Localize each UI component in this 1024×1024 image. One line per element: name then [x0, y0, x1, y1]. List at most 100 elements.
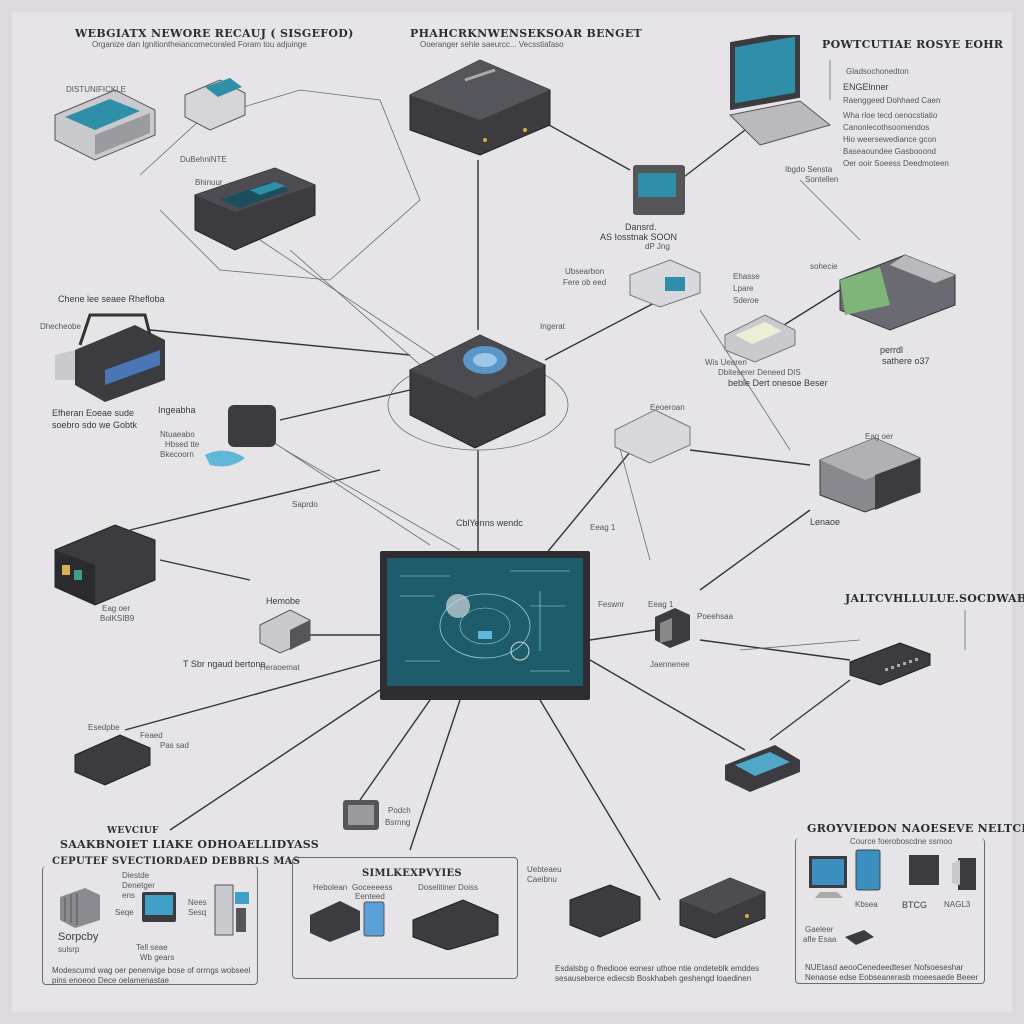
- link-scanner2-printer: [689, 449, 811, 466]
- pad-panel-icon: [845, 930, 874, 945]
- projector-icon: [259, 609, 311, 654]
- bl-item-4: Denetger: [122, 881, 155, 890]
- tablet-label-2: Dbiteserer Deneed DIS: [718, 368, 801, 377]
- switch-top-left-icon: [54, 89, 156, 161]
- cube-label-1: Feswnr: [598, 600, 625, 609]
- scanner-icon: [629, 259, 701, 308]
- br-item-3: NAGL3: [944, 900, 971, 909]
- link-router-laptop: [679, 129, 746, 181]
- sketch-label-a: Saprdo: [292, 500, 318, 509]
- projector-label-3: Heraoemat: [260, 663, 300, 672]
- tablet-right-icon: [724, 314, 796, 363]
- router-small-label-2: AS Iosstnak SOON: [600, 232, 678, 242]
- scanner-label-4: Lpare: [733, 284, 754, 293]
- router-bottom-icon: [679, 877, 766, 939]
- cube-label-2: Eeag 1: [648, 600, 674, 609]
- router-small-label-1: Dansrd.: [625, 222, 657, 232]
- tower-pc-icon: [214, 884, 249, 936]
- drive-label-3: Pas sad: [160, 741, 189, 750]
- router-top-center-icon: [409, 59, 551, 156]
- small-device-label-3: Hbsed tte: [165, 440, 200, 449]
- header-top-left-title: WEBGIATX NEWORE RECAUJ ( SISGEFOD): [75, 27, 354, 40]
- link-hub-printer-left: [149, 329, 411, 356]
- printer-left-label-3: Efheran Eoeae sude: [52, 408, 135, 418]
- bl-item-7: Nees: [188, 898, 207, 907]
- link-display-scanner2: [544, 439, 641, 556]
- storage-top-left-icon: [184, 78, 246, 131]
- bottom-left-subtitle: CEPUTEF SVECTIORDAED DEBBRLS MAS: [52, 856, 301, 867]
- link-display-drive: [124, 659, 381, 731]
- br-item-1: Kbsea: [855, 900, 878, 909]
- monitor-small-icon: [142, 892, 176, 922]
- bl-item-10: Wb gears: [140, 953, 175, 962]
- sketch-line-3: [269, 439, 431, 546]
- ups-label-1: Eag oer: [102, 604, 131, 613]
- bottom-left-pre: WEVCIUF: [107, 826, 159, 836]
- hub-label: Ingerat: [540, 322, 565, 331]
- console-bottom-icon: [569, 884, 641, 938]
- console-caption: Esdalsbg o fhediooe eonesr uthoe ntie on…: [555, 964, 760, 983]
- bl-item-2: sulsrp: [58, 945, 80, 954]
- diagram-canvas: [12, 12, 1012, 1012]
- switch-top-left-label: DISTUNIFICKLE: [66, 85, 127, 94]
- small-device-label-4: Bkecoorn: [160, 450, 194, 459]
- scanner-2-icon: [614, 409, 691, 464]
- main-display-label: CblYenns wendc: [456, 518, 523, 528]
- sketch-line-5: [799, 179, 861, 241]
- scanner-label-1: Ubsearbon: [565, 267, 605, 276]
- top-right-line-6: Hio weersewediance gcon: [843, 135, 937, 144]
- ups-left-icon: [54, 524, 156, 606]
- sketch-line-8: [614, 429, 651, 561]
- scanner-label-2: Fere ob eed: [563, 278, 607, 287]
- br-item-2: BTCG: [902, 900, 928, 910]
- printer-left-icon: [55, 313, 165, 402]
- laptop-icon: [728, 35, 832, 146]
- sketch-line-4: [284, 449, 461, 551]
- bc-item-1: Hebolean: [313, 883, 348, 892]
- bl-item-5: ens: [122, 891, 135, 900]
- small-device-label-1: Ingeabha: [158, 405, 196, 415]
- tablet-label-3: beble Dert onesoe Beser: [728, 378, 828, 388]
- printer-right-icon: [819, 437, 921, 513]
- scanner-label-5: Sderoe: [733, 296, 759, 305]
- box-panel-icon: [909, 855, 939, 885]
- console-label-1: Uebteaeu: [527, 865, 562, 874]
- bottom-right-panel: [795, 838, 985, 984]
- link-display-bottomcenter: [409, 699, 461, 851]
- header-top-center-title: PHAHCRKNWENSEKSOAR BENGET: [410, 27, 643, 40]
- network-map-screen: [387, 558, 583, 686]
- switch-top-left-label-3: Bhinuur: [195, 178, 223, 187]
- bottom-right-subtitle: Cource foeroboscdne ssmoo: [850, 837, 953, 846]
- link-display-tv: [359, 699, 431, 801]
- heatsink-icon: [60, 888, 100, 928]
- link-hub-scanner: [544, 299, 661, 361]
- printer-right-label-2: Lenaoe: [810, 517, 841, 527]
- drive-label-2: Feaed: [140, 731, 163, 740]
- projector-label-2: T Sbr ngaud bertone: [183, 659, 266, 669]
- printer-left-label-1: Chene lee seaee Rhefloba: [58, 294, 165, 304]
- projector-label-1: Hemobe: [266, 596, 301, 606]
- top-right-line-4: Wha rloe tecd oenocstiatio: [843, 111, 938, 120]
- rack-label-1: sohecie: [810, 262, 838, 271]
- bottom-left-title: SAAKBNOIET LIAKE ODHOAELLIDYASS: [60, 838, 320, 851]
- bottom-center-title: SIMLKEXPVYIES: [362, 868, 462, 879]
- link-cube-switch: [699, 639, 851, 661]
- link-switch-laptopflat: [769, 679, 851, 741]
- drive-top-left-icon: [194, 167, 316, 251]
- speaker-panel-icon: [952, 858, 976, 890]
- small-device-label-2: Ntuaeabo: [160, 430, 195, 439]
- router-panel-icon: [310, 901, 360, 942]
- drive-left-low-icon: [74, 734, 151, 786]
- rack-label-2: perrdl: [880, 345, 904, 355]
- router-small-label-3: dP Jng: [645, 242, 670, 251]
- bc-item-4: Doselitiner Doiss: [418, 883, 479, 892]
- top-right-line-5: Canonlecothsoomendos: [843, 123, 930, 132]
- bottom-left-panel: [42, 866, 258, 985]
- ups-label-2: BolKSIB9: [100, 614, 135, 623]
- tablet-panel-icon: [855, 849, 881, 891]
- central-hub-icon: [409, 334, 546, 449]
- cube-label-3: Poeehsaa: [697, 612, 734, 621]
- header-top-left-subtitle: Organize dan Ignitiontheiancomecoraled F…: [92, 40, 307, 49]
- laptop-flat-right-icon: [725, 745, 800, 792]
